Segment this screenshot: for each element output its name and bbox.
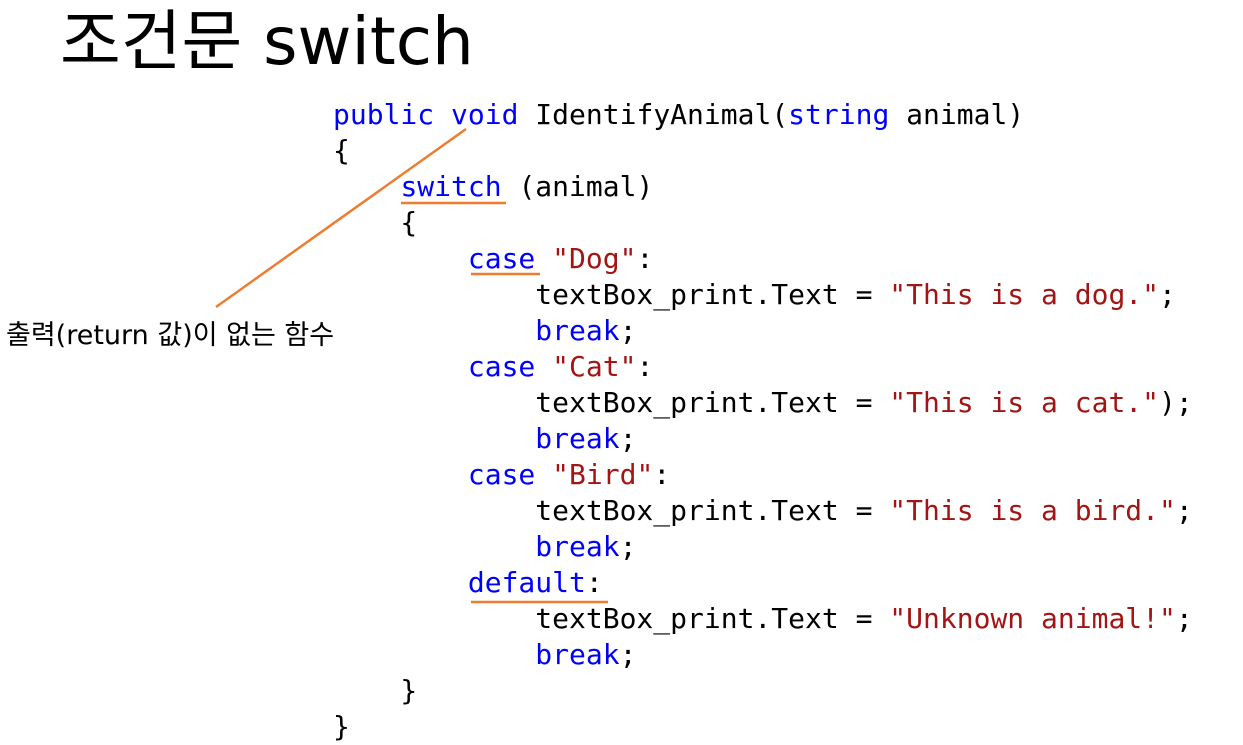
code-text — [333, 350, 468, 383]
code-text — [535, 350, 552, 383]
code-line: default: — [333, 565, 1193, 601]
code-text — [333, 170, 400, 203]
code-text: ); — [1159, 386, 1193, 419]
code-text — [535, 242, 552, 275]
code-line: switch (animal) — [333, 169, 1193, 205]
code-line: textBox_print.Text = "Unknown animal!"; — [333, 601, 1193, 637]
code-line: case "Cat": — [333, 349, 1193, 385]
code-string: "Bird" — [552, 458, 654, 491]
code-text: textBox_print.Text = — [333, 602, 890, 635]
code-keyword: void — [451, 98, 519, 131]
code-keyword: string — [788, 98, 890, 131]
code-text: : — [636, 350, 654, 383]
code-block: public void IdentifyAnimal(string animal… — [333, 97, 1193, 745]
code-line: textBox_print.Text = "This is a dog."; — [333, 277, 1193, 313]
code-text — [535, 458, 552, 491]
code-text: : — [653, 458, 671, 491]
code-keyword: public — [333, 98, 435, 131]
code-text: } — [333, 710, 350, 743]
code-text: ; — [619, 530, 637, 563]
code-text: IdentifyAnimal( — [518, 98, 789, 131]
code-text: ; — [619, 422, 637, 455]
code-line: } — [333, 673, 1193, 709]
code-keyword: default — [467, 566, 586, 599]
code-string: "Cat" — [552, 350, 637, 383]
code-text — [333, 458, 468, 491]
code-keyword: break — [535, 638, 620, 671]
code-line: textBox_print.Text = "This is a cat."); — [333, 385, 1193, 421]
code-text — [333, 314, 535, 347]
code-line: break; — [333, 529, 1193, 565]
code-keyword: break — [535, 530, 620, 563]
code-text: ; — [619, 638, 637, 671]
code-string: "Dog" — [552, 242, 637, 275]
code-text: ; — [1159, 278, 1176, 311]
code-line: { — [333, 133, 1193, 169]
code-keyword: break — [535, 422, 620, 455]
code-line: case "Dog": — [333, 241, 1193, 277]
void-function-annotation: 출력(return 값)이 없는 함수 — [6, 320, 335, 351]
code-text: { — [333, 134, 350, 167]
code-text: animal) — [889, 98, 1025, 131]
code-string: "This is a dog." — [889, 278, 1160, 311]
code-line: break; — [333, 637, 1193, 673]
code-string: "Unknown animal!" — [889, 602, 1176, 635]
code-keyword: case — [467, 242, 536, 275]
code-keyword: switch — [400, 170, 502, 203]
code-keyword: case — [467, 458, 536, 491]
code-string: "This is a cat." — [889, 386, 1160, 419]
code-text: textBox_print.Text = — [333, 278, 890, 311]
code-line: public void IdentifyAnimal(string animal… — [333, 97, 1193, 133]
code-keyword: break — [535, 314, 620, 347]
code-line: break; — [333, 421, 1193, 457]
code-text: : — [585, 566, 603, 599]
code-text — [333, 638, 535, 671]
code-text: ; — [619, 314, 637, 347]
code-line: break; — [333, 313, 1193, 349]
code-text — [333, 530, 535, 563]
code-text — [434, 98, 451, 131]
code-string: "This is a bird." — [889, 494, 1176, 527]
code-line: case "Bird": — [333, 457, 1193, 493]
code-text — [333, 422, 535, 455]
code-line: textBox_print.Text = "This is a bird."; — [333, 493, 1193, 529]
code-text: { — [333, 206, 418, 239]
code-text: (animal) — [501, 170, 654, 203]
code-text: } — [333, 674, 418, 707]
code-text: textBox_print.Text = — [333, 494, 890, 527]
slide-title: 조건문 switch — [60, 3, 474, 80]
code-text: ; — [1175, 494, 1193, 527]
code-text: textBox_print.Text = — [333, 386, 890, 419]
code-text — [333, 566, 468, 599]
code-line: { — [333, 205, 1193, 241]
code-keyword: case — [467, 350, 536, 383]
code-text — [333, 242, 468, 275]
code-text: ; — [1175, 602, 1193, 635]
code-text: : — [636, 242, 654, 275]
code-line: } — [333, 709, 1193, 745]
